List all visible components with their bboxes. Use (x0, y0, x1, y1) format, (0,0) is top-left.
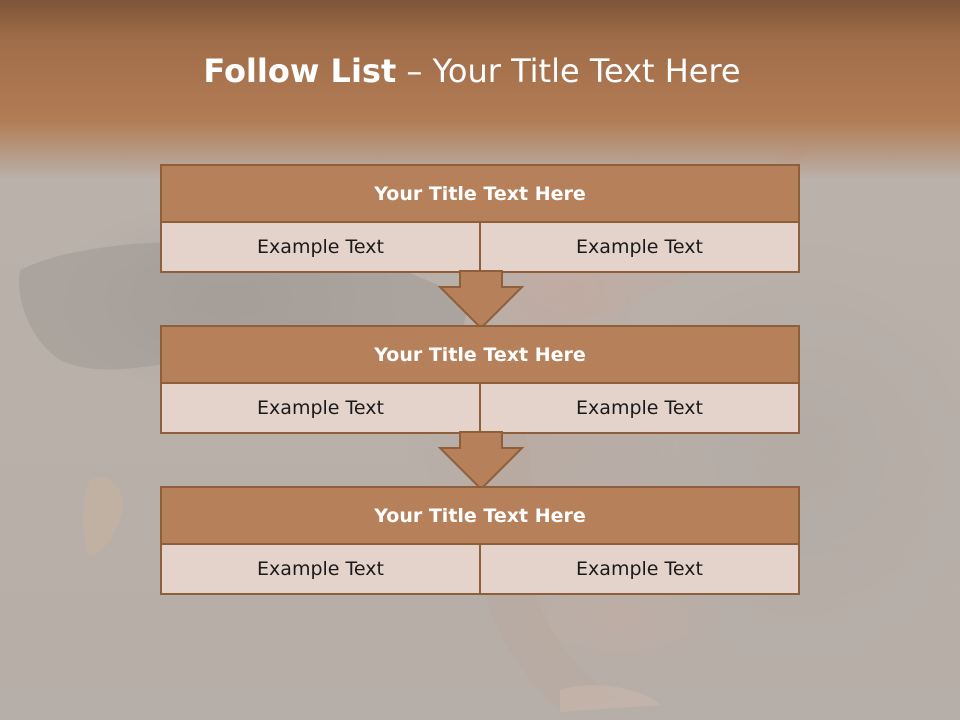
block-cell-left: Example Text (162, 223, 479, 271)
block-title: Your Title Text Here (162, 327, 798, 384)
block-cell-right: Example Text (479, 384, 798, 432)
down-arrow-icon (438, 431, 524, 491)
block-cell-left: Example Text (162, 384, 479, 432)
list-block-3: Your Title Text Here Example Text Exampl… (160, 486, 800, 595)
block-cell-right: Example Text (479, 545, 798, 593)
block-cell-right: Example Text (479, 223, 798, 271)
list-block-2: Your Title Text Here Example Text Exampl… (160, 325, 800, 434)
block-cell-left: Example Text (162, 545, 479, 593)
slide-title-rest: – Your Title Text Here (396, 52, 741, 90)
block-title: Your Title Text Here (162, 166, 798, 223)
slide-title: Follow List – Your Title Text Here (0, 52, 952, 90)
block-title: Your Title Text Here (162, 488, 798, 545)
header-band (0, 0, 960, 180)
list-block-1: Your Title Text Here Example Text Exampl… (160, 164, 800, 273)
down-arrow-icon (438, 270, 524, 330)
slide-title-bold: Follow List (203, 52, 397, 90)
